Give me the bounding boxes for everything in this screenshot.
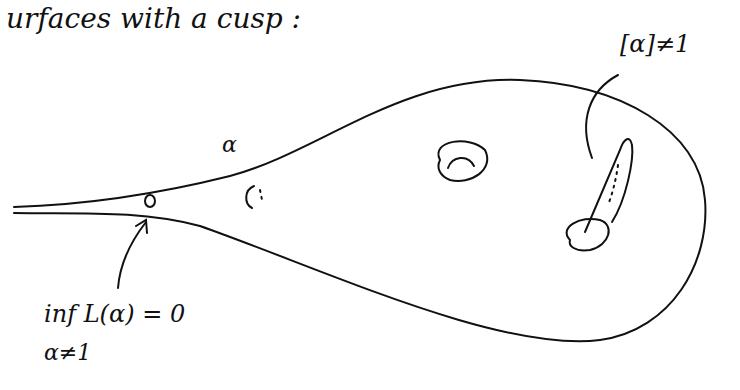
hole-outline: [438, 141, 487, 181]
handle-arc: [585, 139, 632, 232]
arrow-head: [136, 220, 147, 233]
surface-top-outline: [14, 80, 705, 341]
leader-line: [586, 75, 618, 158]
curve-label: α: [222, 132, 237, 157]
heading-text: urfaces with a cusp :: [6, 2, 301, 35]
note-label: inf L(α) = 0: [44, 300, 185, 328]
cusp-loop: [145, 195, 155, 207]
loop-dashed: [608, 165, 618, 205]
note-label: [α]≠1: [620, 30, 690, 58]
hole-cap: [448, 158, 474, 168]
loop-alpha: [246, 186, 254, 208]
pointer-arrow: [118, 222, 146, 288]
note-label: α≠1: [44, 340, 91, 365]
loop-alpha-back: [260, 190, 262, 200]
